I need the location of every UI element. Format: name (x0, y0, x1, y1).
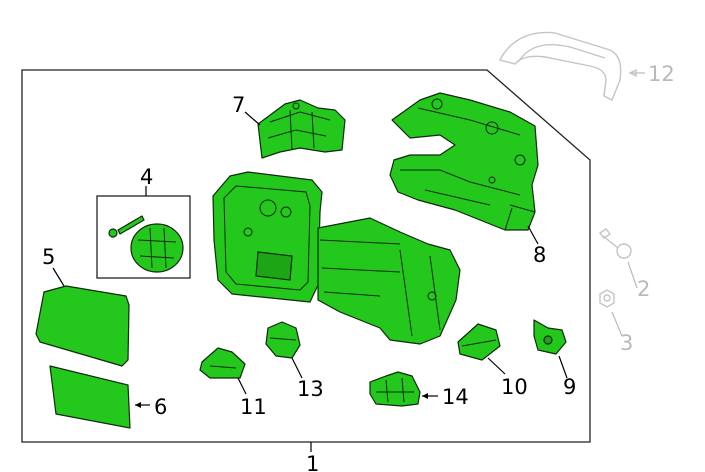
callout-7: 7 (232, 93, 245, 117)
callout-1: 1 (306, 452, 319, 472)
leader-7 (244, 111, 261, 126)
part-7-bracket[interactable] (257, 99, 346, 159)
callout-12: 12 (648, 62, 675, 86)
callout-3: 3 (620, 331, 633, 355)
part-4-box (96, 195, 191, 279)
arrow-12 (628, 68, 637, 78)
part-13-puddle-lamp[interactable] (265, 321, 301, 359)
leader-5 (52, 267, 65, 287)
leader-11 (237, 377, 247, 395)
part-14-connector[interactable] (369, 371, 421, 407)
part-12-cap-cover[interactable] (498, 31, 622, 101)
part-10-sensor[interactable] (457, 323, 501, 361)
part-8-housing[interactable] (389, 92, 539, 231)
callout-4: 4 (140, 165, 153, 189)
part-9-camera[interactable] (533, 319, 567, 355)
leader-3 (611, 311, 623, 337)
part-11-lamp[interactable] (199, 347, 246, 379)
callout-9: 9 (563, 375, 576, 399)
leader-8 (527, 225, 539, 245)
callout-11: 11 (240, 395, 267, 419)
arrow-14 (422, 393, 428, 399)
part-4-motor[interactable] (130, 223, 184, 273)
arrow-6 (135, 402, 141, 408)
callout-10: 10 (501, 375, 528, 399)
leader-10 (487, 357, 506, 375)
part-4-screw[interactable] (108, 215, 145, 238)
callout-6: 6 (154, 395, 167, 419)
callout-14: 14 (442, 385, 469, 409)
part-1-mirror-assembly[interactable] (212, 171, 461, 345)
leader-9 (558, 355, 568, 379)
leader-2 (627, 261, 638, 289)
part-2-bolt[interactable] (598, 228, 632, 259)
callout-13: 13 (297, 377, 324, 401)
leader-13 (291, 357, 303, 379)
part-3-nut[interactable] (599, 289, 615, 308)
part-5-mirror-glass[interactable] (35, 285, 130, 367)
callout-8: 8 (533, 243, 546, 267)
assembly-frame (21, 69, 591, 443)
callout-2: 2 (637, 277, 650, 301)
callout-5: 5 (42, 245, 55, 269)
part-6-lower-glass[interactable] (49, 365, 131, 429)
